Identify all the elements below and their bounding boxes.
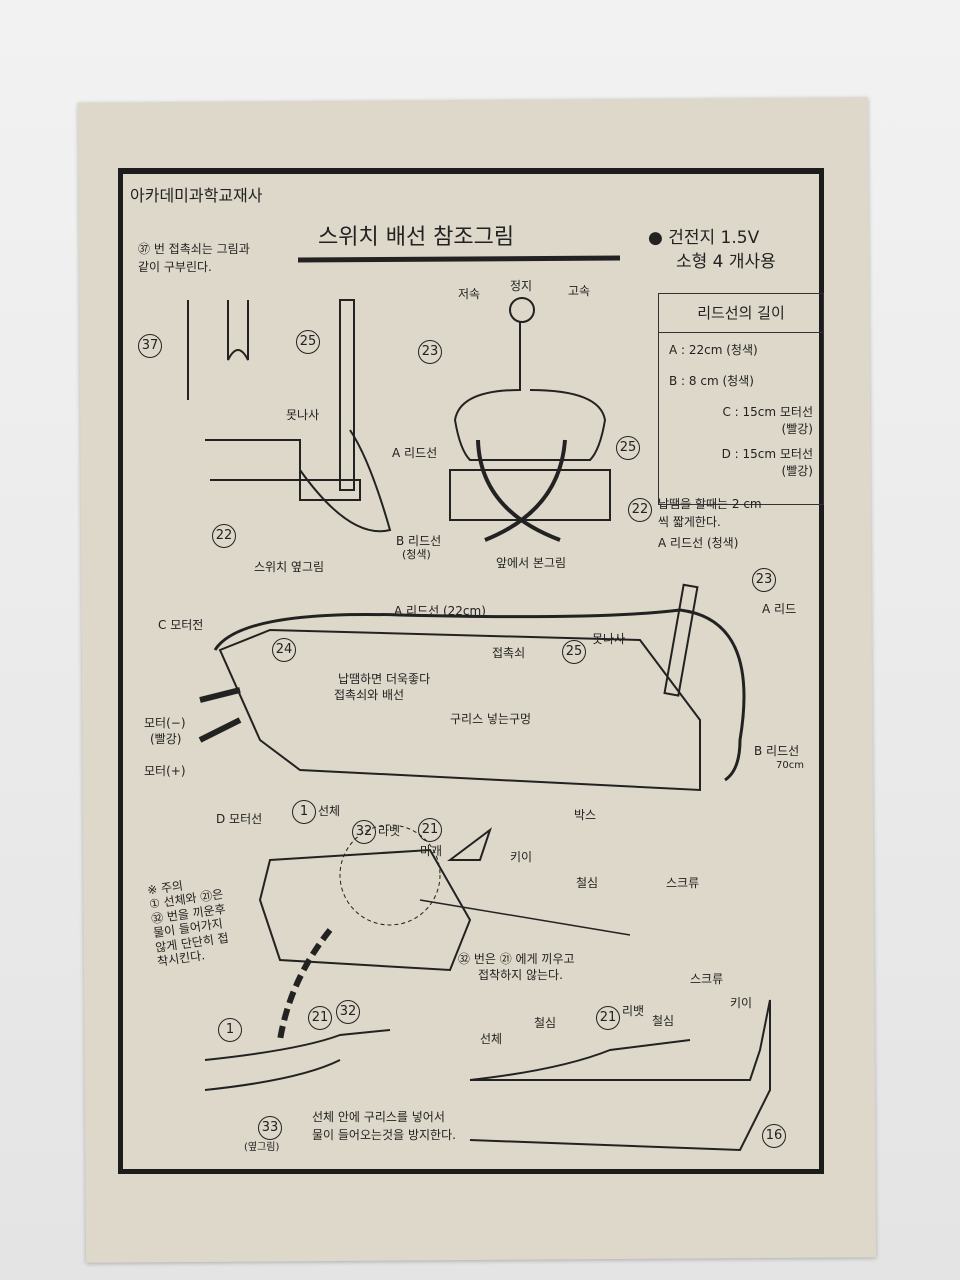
part-21c: 21 xyxy=(596,1006,620,1030)
label-b-lead2: B 리드선 xyxy=(754,744,800,758)
label-motor-plus: 모터(+) xyxy=(144,764,186,778)
part-24: 24 xyxy=(272,638,296,662)
label-screw: 스크류 xyxy=(666,876,700,890)
label-b-lead: B 리드선 xyxy=(396,534,442,548)
part-25: 25 xyxy=(296,330,320,354)
label-red: (빨강) xyxy=(150,732,182,746)
label-rivet: 라벳 xyxy=(378,824,401,838)
label-screw2: 스크류 xyxy=(690,972,724,986)
label-contact-wiring: 접촉쇠와 배선 xyxy=(334,688,405,702)
battery-count: 소형 4 개사용 xyxy=(676,252,776,272)
speed-low: 저속 xyxy=(458,287,481,301)
hull-drawing xyxy=(258,824,631,1041)
label-motnasa2: 못나사 xyxy=(592,632,626,646)
label-c-motor: C 모터전 xyxy=(158,618,204,632)
label-grease-hole: 구리스 넣는구멍 xyxy=(450,712,532,726)
note-32-line1: ㉜ 번은 ㉑ 에게 끼우고 xyxy=(458,952,575,966)
label-a-lead-short: A 리드 xyxy=(762,602,797,616)
label-side-view2: (옆그림) xyxy=(244,1142,280,1153)
lead-row-b: B : 8 cm (청색) xyxy=(669,374,754,388)
lead-table-title: 리드선의 길이 xyxy=(659,294,823,333)
solder-note-line2: 씩 짧게한다. xyxy=(658,515,721,529)
label-a-lead: A 리드선 xyxy=(392,446,438,460)
label-b-70: 70cm xyxy=(776,760,804,771)
label-shaft2: 철심 xyxy=(534,1016,557,1030)
part-1: 1 xyxy=(292,800,316,824)
part-1b: 1 xyxy=(218,1018,242,1042)
label-shaft3: 철심 xyxy=(652,1014,675,1028)
label-b-lead-color: (청색) xyxy=(402,548,431,561)
caution-note: ※ 주의 ① 선체와 ㉑은 ㉜ 번을 끼운후 물이 들어가지 않게 단단히 접 … xyxy=(146,873,232,969)
label-hull: 선체 xyxy=(318,804,341,818)
speed-high: 고속 xyxy=(568,284,591,298)
note-37-line1: ㊲ 번 접촉쇠는 그림과 xyxy=(138,242,250,256)
publisher-name: 아카데미과학교재사 xyxy=(130,186,263,205)
label-contact: 접촉쇠 xyxy=(492,646,526,660)
speed-stop: 정지 xyxy=(510,279,533,293)
label-a-lead-22: A 리드선 (22cm) xyxy=(394,604,486,618)
page-title: 스위치 배선 참조그림 xyxy=(318,225,515,250)
box-drawing xyxy=(198,583,746,792)
part-33: 33 xyxy=(258,1116,282,1140)
part-25c: 25 xyxy=(562,640,586,664)
side-section-drawings xyxy=(204,999,771,1152)
grease-note-line2: 물이 들어오는것을 방지한다. xyxy=(312,1128,456,1142)
title-underline xyxy=(297,255,621,263)
label-shaft: 철심 xyxy=(576,876,599,890)
part-21: 21 xyxy=(418,818,442,842)
label-cap: 마개 xyxy=(420,844,443,858)
lead-row-d: D : 15cm 모터선(빨강) xyxy=(721,447,813,478)
part-21b: 21 xyxy=(308,1006,332,1030)
note-32-line2: 접착하지 않는다. xyxy=(478,968,563,982)
battery-spec: ● 건전지 1.5V xyxy=(648,228,760,248)
solder-note-line1: 납땜을 할때는 2 cm xyxy=(658,497,762,511)
label-a-lead-blue: A 리드선 (청색) xyxy=(658,536,739,550)
part-25b: 25 xyxy=(616,436,640,460)
note-37-line2: 같이 구부린다. xyxy=(138,260,212,274)
lead-length-table: 리드선의 길이 A : 22cm (청색) B : 8 cm (청색) C : … xyxy=(658,293,824,505)
label-front-view: 앞에서 본그림 xyxy=(496,556,567,570)
label-rivet2: 리뱃 xyxy=(622,1004,645,1018)
part-22: 22 xyxy=(212,524,236,548)
label-motnasa: 못나사 xyxy=(286,408,320,422)
label-rudder2: 키이 xyxy=(730,996,753,1010)
label-motor-minus: 모터(−) xyxy=(144,716,186,730)
lead-row-a: A : 22cm (청색) xyxy=(669,343,758,357)
label-d-motor: D 모터선 xyxy=(216,812,263,826)
part-23: 23 xyxy=(418,340,442,364)
part-22b: 22 xyxy=(628,498,652,522)
lead-row-c: C : 15cm 모터선(빨강) xyxy=(722,405,813,436)
label-rudder: 키이 xyxy=(510,850,533,864)
switch-side-drawing xyxy=(187,299,392,533)
part-16: 16 xyxy=(762,1124,786,1148)
label-box: 박스 xyxy=(574,808,597,822)
sheet-border xyxy=(118,168,824,1174)
label-hull2: 선체 xyxy=(480,1032,503,1046)
label-solder-better: 납땜하면 더욱좋다 xyxy=(338,672,431,686)
part-37: 37 xyxy=(138,334,162,358)
part-32: 32 xyxy=(352,820,376,844)
part-32b: 32 xyxy=(336,1000,360,1024)
switch-front-drawing xyxy=(449,297,611,542)
part-23b: 23 xyxy=(752,568,776,592)
grease-note-line1: 선체 안에 구리스를 넣어서 xyxy=(312,1110,445,1124)
label-side-view: 스위치 옆그림 xyxy=(254,560,325,574)
